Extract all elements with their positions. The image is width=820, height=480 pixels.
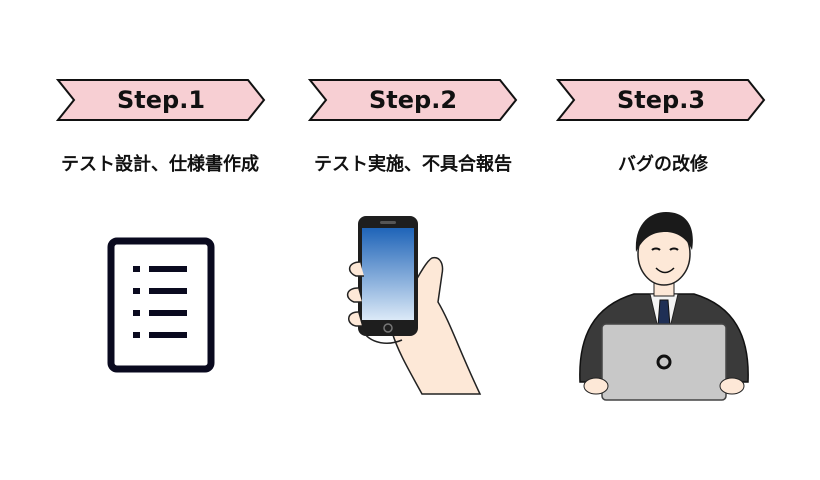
document-list-icon	[105, 236, 217, 380]
step-1-label: Step.1	[116, 86, 206, 114]
step-2-label: Step.2	[368, 86, 458, 114]
step-2-caption: テスト実施、不具合報告	[314, 154, 512, 175]
step-1-caption: テスト設計、仕様書作成	[61, 154, 259, 175]
smartphone-in-hand-icon	[340, 212, 490, 401]
step-2-banner: Step.2	[308, 78, 518, 122]
businessman-laptop-icon	[574, 206, 754, 406]
step-3-banner: Step.3	[556, 78, 766, 122]
step-3-label: Step.3	[616, 86, 706, 114]
step-1-banner: Step.1	[56, 78, 266, 122]
step-3-caption: バグの改修	[618, 154, 708, 175]
